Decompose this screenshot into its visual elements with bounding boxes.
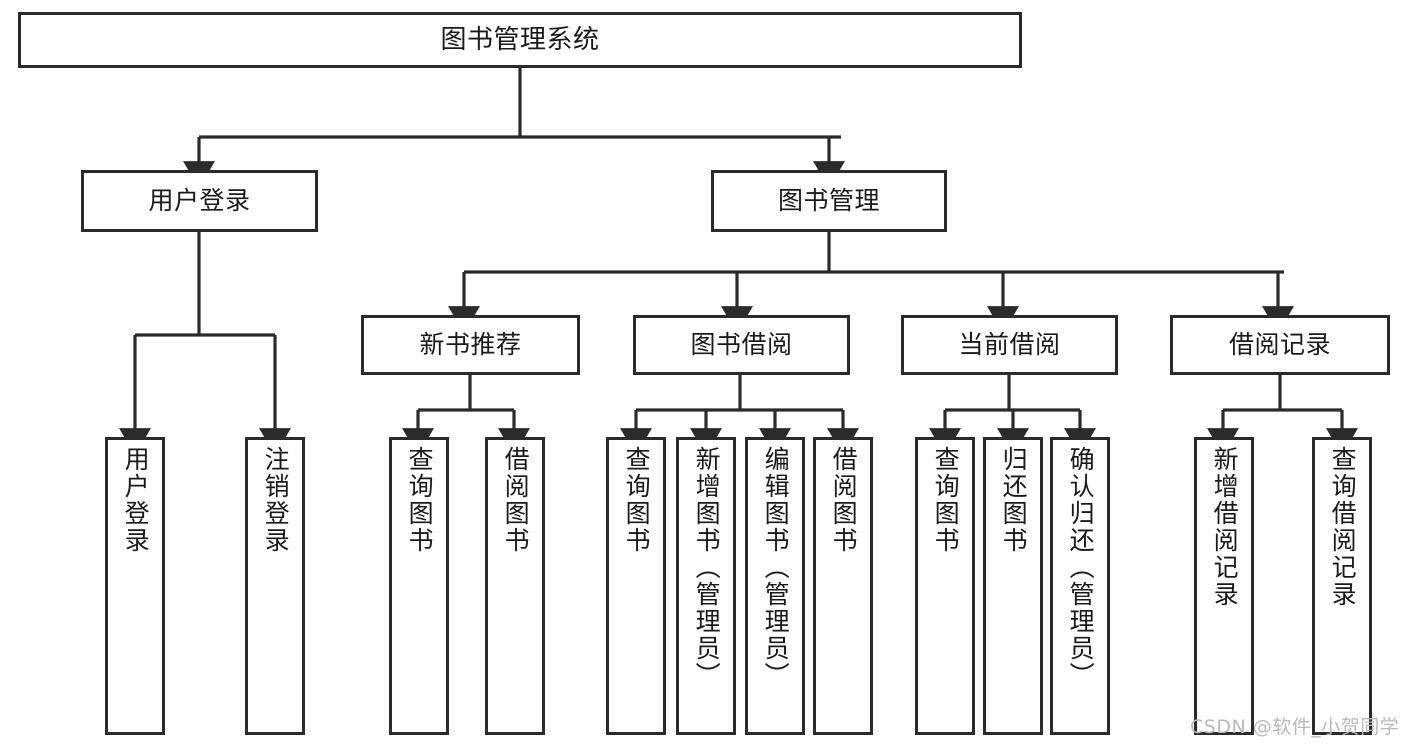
node-label: 图书管理 [777,186,880,216]
node-label: 新增图书（管理员） [692,446,722,689]
node-leaf-query-borrow-record[interactable]: 查询借阅记录 [1312,437,1372,735]
node-current-borrow[interactable]: 当前借阅 [901,315,1118,375]
node-label: 图书借阅 [690,330,793,360]
node-label: 注销登录 [261,446,291,554]
node-leaf-return-book[interactable]: 归还图书 [983,437,1043,735]
node-label: 用户登录 [121,446,151,554]
node-leaf-logout[interactable]: 注销登录 [245,437,305,735]
node-leaf-query-book-nb[interactable]: 查询图书 [389,437,449,735]
node-book-management[interactable]: 图书管理 [711,170,947,232]
node-leaf-borrow-book-bb[interactable]: 借阅图书 [813,437,873,735]
node-label: 借阅图书 [501,446,531,554]
csdn-watermark: CSDN @软件_小贺同学 [1190,716,1400,738]
node-label: 编辑图书（管理员） [761,446,791,689]
node-label: 查询图书 [622,446,652,554]
node-label: 查询借阅记录 [1328,446,1358,608]
node-user-login[interactable]: 用户登录 [81,170,318,232]
node-book-borrow[interactable]: 图书借阅 [633,315,850,375]
node-label: 用户登录 [148,186,251,216]
node-leaf-borrow-book-nb[interactable]: 借阅图书 [485,437,545,735]
node-leaf-confirm-return-admin[interactable]: 确认归还（管理员） [1050,437,1110,735]
node-leaf-user-login[interactable]: 用户登录 [105,437,165,735]
node-label: 借阅图书 [829,446,859,554]
node-leaf-edit-book-admin[interactable]: 编辑图书（管理员） [745,437,805,735]
node-leaf-add-book-admin[interactable]: 新增图书（管理员） [676,437,736,735]
node-new-book-recommend[interactable]: 新书推荐 [361,315,580,375]
node-label: 查询图书 [405,446,435,554]
node-leaf-query-book-cb[interactable]: 查询图书 [915,437,975,735]
node-borrow-record[interactable]: 借阅记录 [1170,315,1390,375]
node-label: 借阅记录 [1228,330,1331,360]
node-leaf-add-borrow-record[interactable]: 新增借阅记录 [1194,437,1254,735]
node-label: 确认归还（管理员） [1066,446,1096,689]
node-label: 当前借阅 [958,330,1061,360]
node-label: 查询图书 [931,446,961,554]
node-label: 归还图书 [999,446,1029,554]
node-root-system[interactable]: 图书管理系统 [18,12,1022,68]
node-leaf-query-book-bb[interactable]: 查询图书 [606,437,666,735]
node-label: 新书推荐 [419,330,522,360]
node-label: 新增借阅记录 [1210,446,1240,608]
node-label: 图书管理系统 [440,24,600,55]
